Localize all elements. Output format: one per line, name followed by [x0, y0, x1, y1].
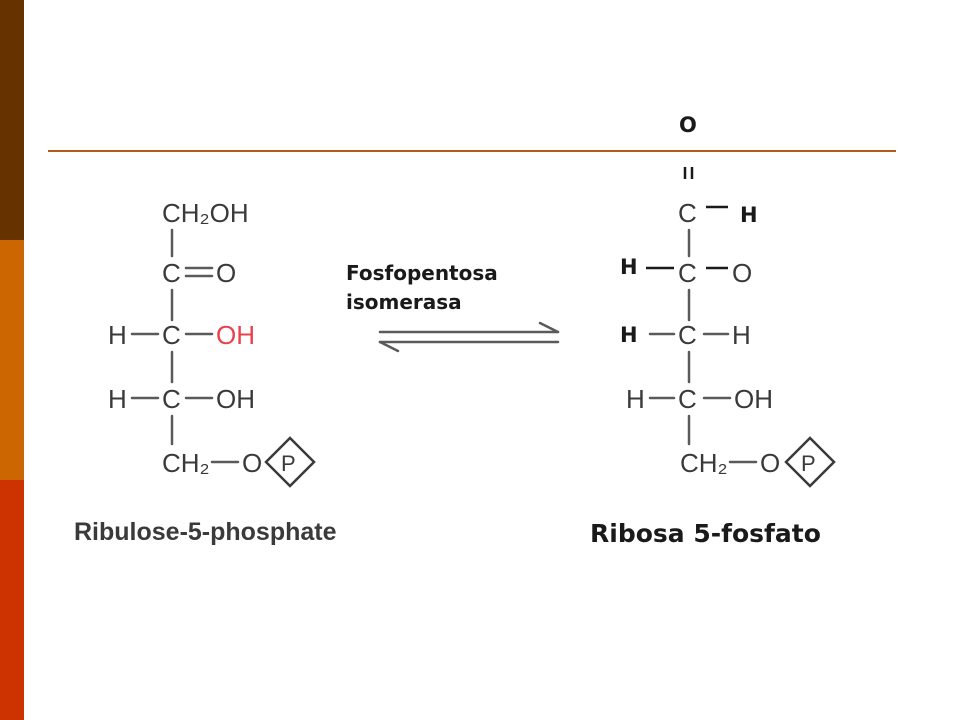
- ribose-name-label: Ribosa 5-fosfato: [590, 519, 821, 548]
- ribulose-phosphate-p: P: [281, 451, 296, 476]
- title-rule: [48, 150, 896, 152]
- ribose-phosphate-p: P: [801, 451, 816, 476]
- ribulose-o5: O: [242, 448, 262, 478]
- ribulose-carbonyl-c: C: [162, 258, 181, 288]
- ribulose-c4-h: H: [108, 384, 127, 414]
- ribose-o-top: O: [679, 113, 697, 137]
- forward-arrow-head: [538, 321, 560, 334]
- ribulose-ch2: CH₂: [162, 448, 210, 478]
- ribose-c2: C: [678, 258, 697, 288]
- ribulose-name-label: Ribulose-5-phosphate: [74, 518, 337, 546]
- ribose-phosphate-diamond: [784, 436, 836, 488]
- equilibrium-arrows: [378, 321, 560, 353]
- ribose-c3-h-left: H: [620, 323, 638, 347]
- decor-bar-middle: [0, 240, 24, 480]
- ribulose-phosphate-diamond: [264, 436, 316, 488]
- ribose-structure: O C H H C O H C H H C OH CH₂ O P Ribosa …: [590, 113, 836, 548]
- ribose-c3-h-right: H: [732, 320, 751, 350]
- enzyme-label-line2: isomerasa: [346, 290, 462, 314]
- ribose-h1: H: [740, 203, 758, 227]
- ribose-c2-h: H: [620, 255, 638, 279]
- ribose-c1: C: [678, 198, 697, 228]
- ribulose-ch2oh: CH₂OH: [162, 198, 249, 228]
- reverse-arrow-head: [378, 340, 400, 353]
- decor-bar-bottom: [0, 480, 24, 720]
- ribose-c2-o: O: [732, 258, 752, 288]
- ribose-c3: C: [678, 320, 697, 350]
- ribulose-structure: CH₂OH C O H C OH H C OH CH₂ O P Ribulose…: [74, 198, 337, 546]
- ribose-c4-oh: OH: [734, 384, 773, 414]
- decor-bar-top: [0, 0, 24, 240]
- enzyme-label-line1: Fosfopentosa: [346, 261, 498, 285]
- ribulose-c3-h: H: [108, 320, 127, 350]
- ribulose-c3-oh-highlight: OH: [216, 320, 255, 350]
- ribose-c4: C: [678, 384, 697, 414]
- ribose-c4-h: H: [626, 384, 645, 414]
- ribulose-c4: C: [162, 384, 181, 414]
- ribulose-carbonyl-o: O: [216, 258, 236, 288]
- ribulose-c3: C: [162, 320, 181, 350]
- ribulose-c4-oh: OH: [216, 384, 255, 414]
- ribose-ch2: CH₂: [680, 448, 728, 478]
- ribose-o5: O: [760, 448, 780, 478]
